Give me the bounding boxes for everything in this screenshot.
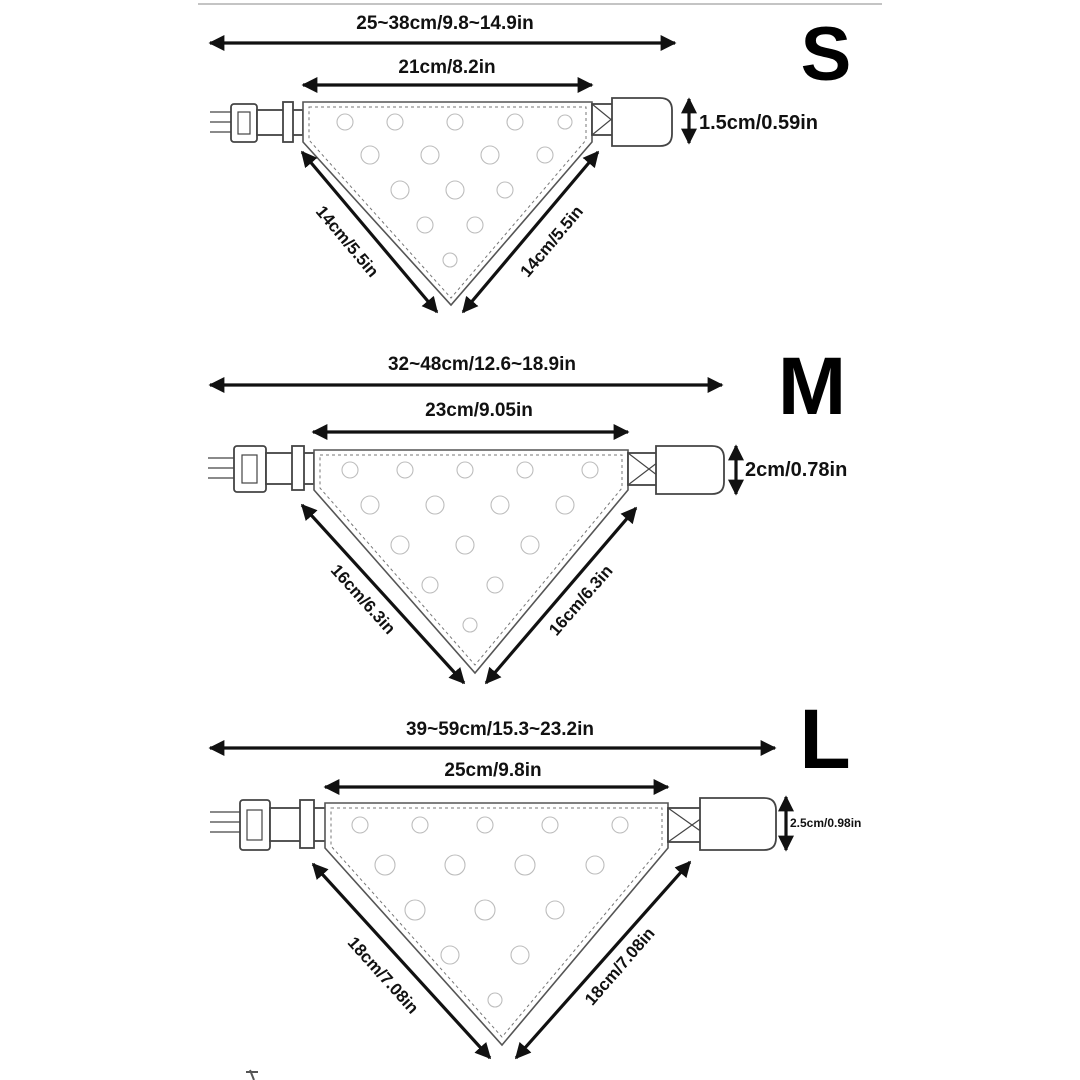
size-l-label: L — [799, 692, 850, 786]
size-m-label: M — [778, 341, 846, 432]
size-s-total-length: 25~38cm/9.8~14.9in — [356, 13, 533, 34]
size-m-height: 2cm/0.78in — [745, 459, 847, 481]
size-s-group: S 25~38cm/9.8~14.9in 21cm/8.2in — [208, 12, 852, 314]
size-l-total-length: 39~59cm/15.3~23.2in — [406, 719, 594, 740]
size-m-bandana — [208, 445, 725, 675]
size-s-height: 1.5cm/0.59in — [699, 112, 818, 134]
size-l-top-width: 25cm/9.8in — [444, 760, 541, 781]
size-l-side-left: 18cm/7.08in — [344, 933, 423, 1017]
size-m-group: M 32~48cm/12.6~18.9in 23cm/9.05in — [208, 341, 847, 685]
size-s-label: S — [801, 12, 852, 97]
size-s-bandana — [210, 97, 673, 307]
stray-mark — [246, 1069, 258, 1080]
size-l-group: L 39~59cm/15.3~23.2in 25cm/9.8in — [208, 692, 861, 1060]
size-l-bandana — [210, 797, 777, 1047]
size-l-height: 2.5cm/0.98in — [790, 816, 861, 830]
size-s-top-width: 21cm/8.2in — [398, 57, 495, 78]
size-m-top-width: 23cm/9.05in — [425, 400, 533, 421]
size-m-total-length: 32~48cm/12.6~18.9in — [388, 354, 576, 375]
